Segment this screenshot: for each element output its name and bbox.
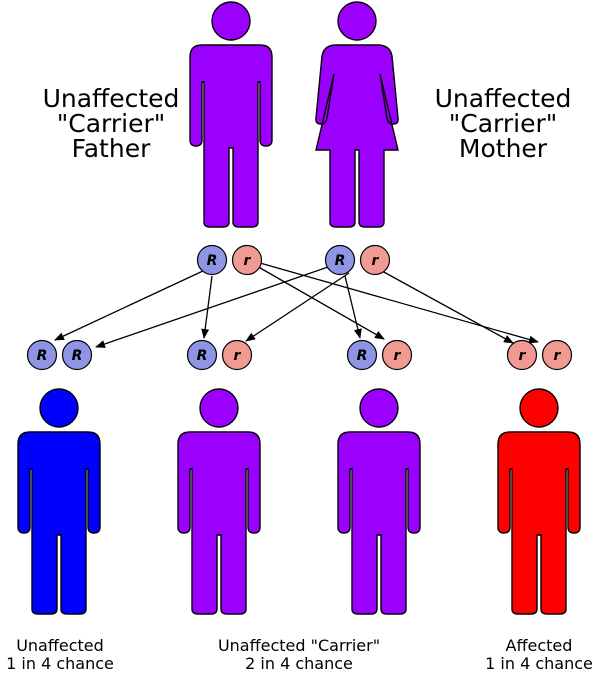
child-1-alleles: R R [26,339,93,371]
allele-circle [221,339,253,371]
female-figure-icon [315,1,399,228]
allele-circle [196,244,228,276]
child-4-affected-figure-icon [497,388,581,615]
child-label-line1: Affected [505,636,573,655]
mother-label-line2: "Carrier" [448,109,558,138]
allele-label: r [372,253,380,269]
arrow-mother-R-to-child3 [344,275,362,339]
child-label-line1: Unaffected "Carrier" [217,636,381,655]
inheritance-arrows [54,262,539,348]
allele-circle [506,339,538,371]
allele-label: R [197,348,208,364]
child-label-affected: Affected 1 in 4 chance [429,637,600,673]
allele-circle [359,244,391,276]
allele-circle [61,339,93,371]
child-4-alleles: r r [506,339,573,371]
mother-alleles: R r [324,244,391,276]
child-1-unaffected-figure-icon [17,388,101,615]
allele-circle [26,339,58,371]
allele-circle [186,339,218,371]
child-3-alleles: R r [346,339,413,371]
mother-label-line3: Mother [458,134,548,163]
arrow-father-r-to-child4 [259,262,539,344]
allele-circle [231,244,263,276]
mother-figure [315,1,399,228]
allele-label: r [234,348,242,364]
arrow-mother-r-to-child4 [381,270,514,344]
allele-label: R [207,253,218,269]
child-label-carrier: Unaffected "Carrier" 2 in 4 chance [189,637,409,673]
father-label-line1: Unaffected [42,84,180,113]
allele-label: R [72,348,83,364]
mother-label: Unaffected "Carrier" Mother [403,86,600,161]
child-label-line2: 1 in 4 chance [6,654,114,673]
allele-label: r [244,253,252,269]
child-label-unaffected: Unaffected 1 in 4 chance [0,637,170,673]
child-label-line2: 1 in 4 chance [485,654,593,673]
allele-label: R [37,348,48,364]
father-label-line3: Father [71,134,151,163]
allele-label: R [357,348,368,364]
child-3-carrier-figure-icon [337,388,421,615]
father-label-line2: "Carrier" [56,109,166,138]
allele-label: r [554,348,562,364]
allele-circle [541,339,573,371]
father-label: Unaffected "Carrier" Father [11,86,211,161]
allele-circle [346,339,378,371]
arrow-father-R-to-child1 [54,269,206,341]
arrow-mother-R-to-child1 [95,266,329,348]
allele-circle [324,244,356,276]
father-alleles: R r [196,244,263,276]
allele-label: R [335,253,346,269]
allele-label: r [519,348,527,364]
allele-label: r [394,348,402,364]
child-2-alleles: R r [186,339,253,371]
mother-label-line1: Unaffected [434,84,572,113]
arrow-mother-r-to-child2 [245,272,350,342]
allele-circle [381,339,413,371]
arrow-father-r-to-child3 [254,264,385,340]
arrow-father-R-to-child2 [201,275,213,339]
child-label-line2: 2 in 4 chance [245,654,353,673]
child-label-line1: Unaffected [16,636,104,655]
child-2-carrier-figure-icon [177,388,261,615]
